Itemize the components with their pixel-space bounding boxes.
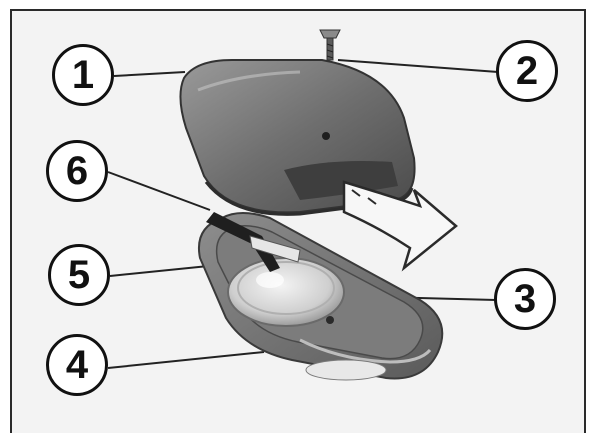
- top-cover: [180, 60, 414, 214]
- leader-line-2: [338, 60, 498, 72]
- callout-3: 3: [494, 268, 556, 330]
- callout-2: 2: [496, 40, 558, 102]
- battery-cell: [228, 258, 344, 326]
- callout-1: 1: [52, 44, 114, 106]
- callout-4: 4: [46, 334, 108, 396]
- leader-line-4: [108, 352, 264, 368]
- screw: [320, 30, 340, 60]
- leader-line-1: [114, 72, 185, 76]
- callout-5: 5: [48, 244, 110, 306]
- callout-6: 6: [46, 140, 108, 202]
- leader-line-6: [108, 172, 210, 210]
